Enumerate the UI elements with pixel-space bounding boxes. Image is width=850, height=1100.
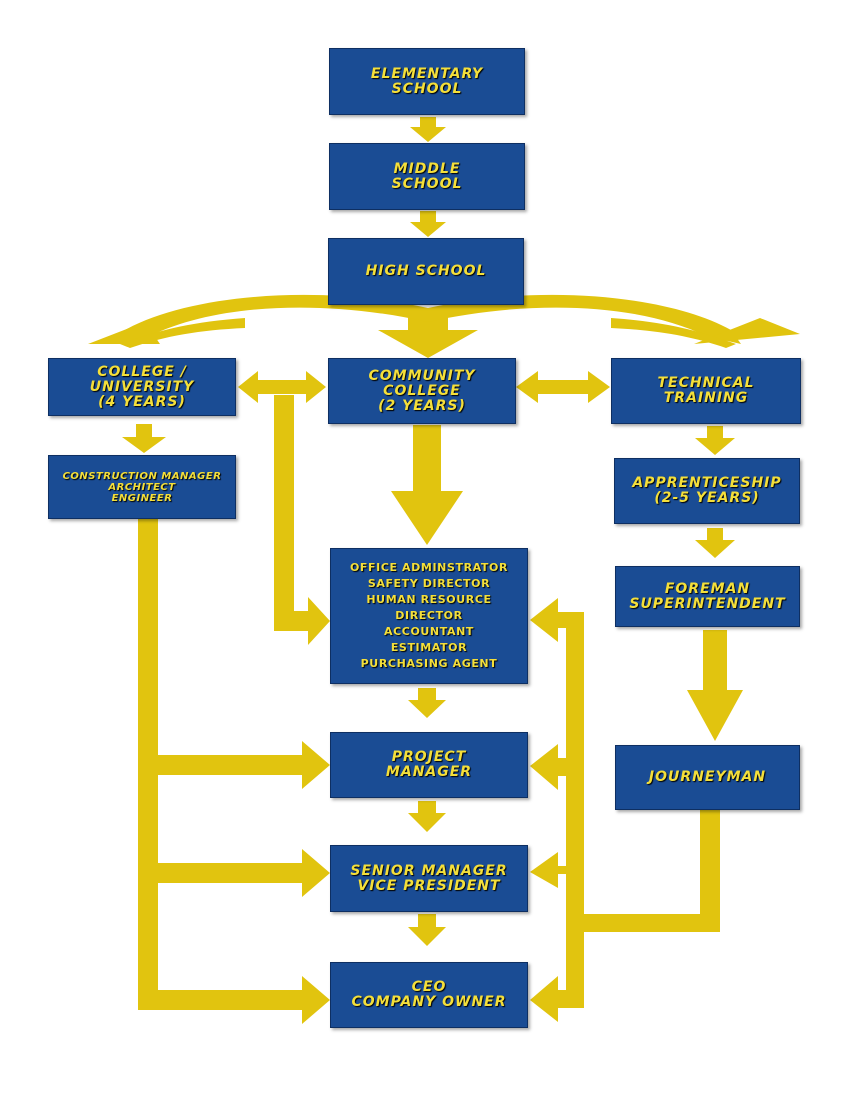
box-apprenticeship: APPRENTICESHIP (2-5 YEARS) bbox=[614, 458, 800, 524]
box-line: HIGH SCHOOL bbox=[365, 263, 487, 279]
box-line: ACCOUNTANT bbox=[383, 625, 475, 638]
box-line: (2 YEARS) bbox=[378, 397, 466, 414]
box-line: OFFICE ADMINSTRATOR bbox=[349, 561, 509, 574]
arrow-office-to-project bbox=[408, 688, 446, 718]
box-line: COLLEGE / bbox=[97, 363, 187, 380]
box-line: SCHOOL bbox=[391, 80, 463, 97]
box-line: ARCHITECT bbox=[108, 481, 176, 493]
box-line: TECHNICAL bbox=[657, 375, 755, 391]
arrow-project-to-senior bbox=[408, 801, 446, 832]
box-line: UNIVERSITY bbox=[89, 378, 195, 395]
box-line: ESTIMATOR bbox=[390, 641, 468, 654]
box-line: HUMAN RESOURCE bbox=[366, 593, 492, 606]
box-middle-school: MIDDLE SCHOOL bbox=[329, 143, 525, 210]
box-line: DIRECTOR bbox=[395, 609, 463, 622]
box-project-manager: PROJECT MANAGER bbox=[330, 732, 528, 798]
box-line: MANAGER bbox=[385, 764, 473, 780]
box-line: SUPERINTENDENT bbox=[629, 595, 786, 612]
box-line: (2-5 YEARS) bbox=[654, 490, 760, 506]
box-high-school: HIGH SCHOOL bbox=[328, 238, 524, 305]
box-line: PROJECT bbox=[391, 749, 467, 765]
box-line: CEO bbox=[411, 979, 447, 995]
box-ceo: CEO COMPANY OWNER bbox=[330, 962, 528, 1028]
arrow-foreman-to-journeyman bbox=[687, 630, 743, 741]
arrow-elementary-to-middle bbox=[410, 117, 446, 142]
box-line: TRAINING bbox=[663, 390, 749, 406]
box-line: CONSTRUCTION MANAGER bbox=[62, 470, 222, 482]
box-line: (4 YEARS) bbox=[98, 393, 186, 410]
arrow-senior-to-ceo bbox=[408, 914, 446, 946]
arrow-high-school-split bbox=[88, 294, 800, 358]
box-line: SAFETY DIRECTOR bbox=[367, 577, 491, 590]
box-line: ENGINEER bbox=[111, 492, 173, 504]
box-foreman-superintendent: FOREMAN SUPERINTENDENT bbox=[615, 566, 800, 627]
box-line: JOURNEYMAN bbox=[648, 769, 767, 785]
arrow-middle-to-high bbox=[410, 211, 446, 237]
arrow-college-to-construction bbox=[122, 424, 166, 453]
box-line: SENIOR MANAGER bbox=[350, 862, 508, 879]
box-line: PURCHASING AGENT bbox=[360, 657, 498, 670]
box-line: VICE PRESIDENT bbox=[357, 877, 501, 894]
box-line: COMMUNITY bbox=[368, 367, 476, 384]
arrow-journeyman-to-management bbox=[530, 598, 720, 1022]
box-college-university: COLLEGE / UNIVERSITY (4 YEARS) bbox=[48, 358, 236, 416]
box-elementary-school: ELEMENTARY SCHOOL bbox=[329, 48, 525, 115]
box-line: APPRENTICESHIP bbox=[632, 475, 782, 491]
arrow-apprenticeship-to-foreman bbox=[695, 528, 735, 558]
box-line: COLLEGE bbox=[383, 382, 461, 399]
arrow-community-to-office bbox=[391, 425, 463, 545]
box-line: COMPANY OWNER bbox=[351, 994, 507, 1010]
box-line: SCHOOL bbox=[391, 175, 463, 192]
arrow-technical-to-apprenticeship bbox=[695, 426, 735, 455]
arrow-construction-to-executives bbox=[138, 519, 330, 1024]
arrow-connector-to-office bbox=[274, 395, 330, 645]
box-line: FOREMAN bbox=[664, 580, 751, 597]
arrow-community-technical bbox=[516, 371, 610, 403]
box-line: ELEMENTARY bbox=[370, 65, 484, 82]
box-line: MIDDLE bbox=[393, 160, 461, 177]
box-community-college: COMMUNITY COLLEGE (2 YEARS) bbox=[328, 358, 516, 424]
box-journeyman: JOURNEYMAN bbox=[615, 745, 800, 810]
box-senior-manager: SENIOR MANAGER VICE PRESIDENT bbox=[330, 845, 528, 912]
arrow-college-community bbox=[238, 371, 326, 403]
box-technical-training: TECHNICAL TRAINING bbox=[611, 358, 801, 424]
box-office-roles: OFFICE ADMINSTRATOR SAFETY DIRECTOR HUMA… bbox=[330, 548, 528, 684]
box-construction-manager: CONSTRUCTION MANAGER ARCHITECT ENGINEER bbox=[48, 455, 236, 519]
